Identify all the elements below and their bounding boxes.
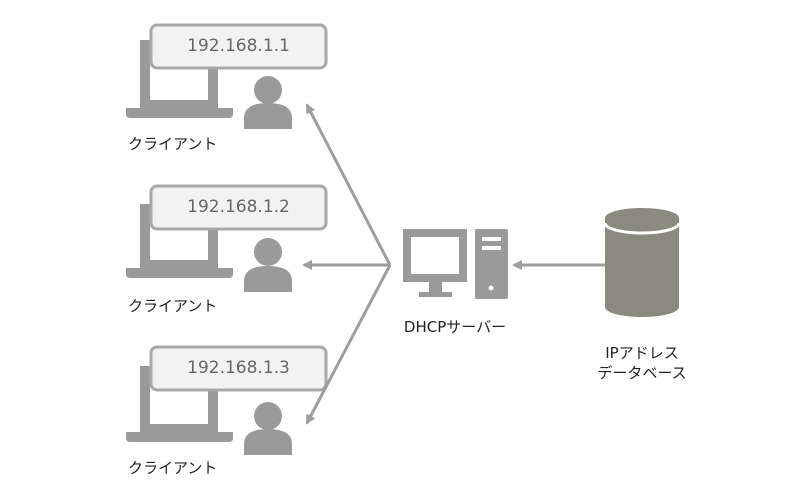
ip-address-box [149,184,328,231]
client-3-ip: 192.168.1.3 [187,358,290,378]
arrows-to-clients [302,103,392,425]
arrow-to-client-1 [305,103,392,266]
client-2-ip: 192.168.1.2 [187,197,290,217]
client-2 [126,184,328,292]
user-icon [244,76,292,129]
ip-address-box [149,23,328,70]
server-icon [403,229,508,299]
client-1 [126,23,328,129]
client-1-label: クライアント [128,135,218,153]
client-3-label: クライアント [128,459,218,477]
database-label-line1: IPアドレス [605,344,679,362]
database-icon [603,208,681,317]
user-icon [244,238,292,292]
database-label-line2: データベース [597,364,687,382]
server-label: DHCPサーバー [403,318,507,336]
user-icon [244,402,292,455]
arrow-to-client-3 [305,264,392,425]
client-1-ip: 192.168.1.1 [187,36,290,56]
client-2-label: クライアント [128,297,218,315]
client-3 [126,345,328,455]
ip-address-box [149,345,328,392]
